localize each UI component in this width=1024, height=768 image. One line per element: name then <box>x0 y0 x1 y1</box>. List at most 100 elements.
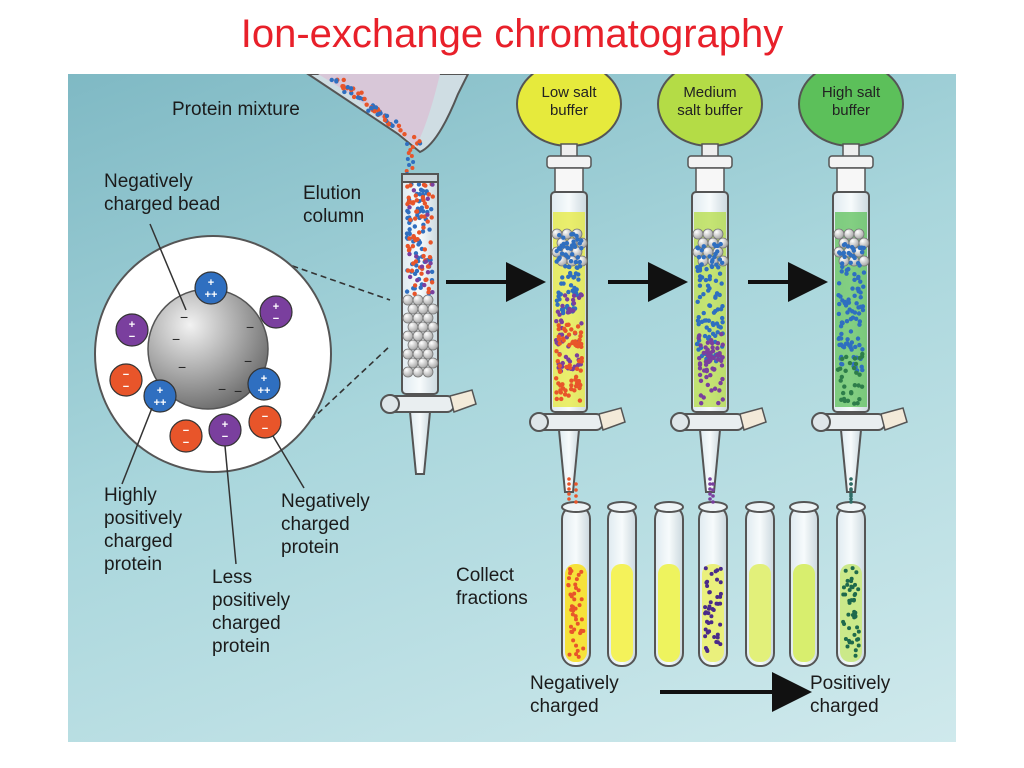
resin-bead <box>427 303 439 315</box>
protein-dot <box>563 388 568 393</box>
tube-protein-dot <box>856 629 861 634</box>
protein-dot <box>855 261 861 266</box>
protein-dot <box>414 254 419 259</box>
protein-dot <box>701 292 706 297</box>
protein-dot <box>406 210 411 215</box>
protein-dot <box>570 339 576 345</box>
protein-dot <box>837 366 843 371</box>
resin-bead <box>412 348 424 360</box>
protein-dot <box>575 324 581 329</box>
tube-protein-dot <box>853 582 858 587</box>
tube-protein-dot <box>843 568 848 573</box>
protein-dot <box>718 241 723 247</box>
drip-dot <box>711 500 715 504</box>
protein-dot <box>426 290 431 295</box>
protein-dot <box>575 255 581 260</box>
resin-bead <box>417 357 429 369</box>
tube-protein-dot <box>718 594 723 599</box>
tube-protein-dot <box>718 566 723 571</box>
protein-dot <box>576 378 582 384</box>
protein-charge-bottom: ++ <box>154 397 167 409</box>
protein-dot <box>719 363 725 368</box>
label-highly-positive-protein: Highly positively charged protein <box>104 485 183 575</box>
mixture-dot <box>417 139 422 144</box>
protein-dot <box>555 302 560 307</box>
protein-dot <box>553 376 559 381</box>
tube-protein-dot <box>853 653 858 658</box>
tube-protein-dot <box>718 642 723 647</box>
protein-dot <box>859 364 864 370</box>
protein-dot <box>560 275 565 280</box>
protein-dot <box>412 224 418 229</box>
protein-dot <box>720 376 725 382</box>
protein-dot <box>850 315 856 320</box>
protein-dot <box>841 344 847 350</box>
tube-protein-dot <box>568 624 573 629</box>
protein-dot <box>696 254 702 260</box>
protein-dot <box>425 196 430 201</box>
protein-dot <box>557 233 562 238</box>
protein-dot <box>430 182 435 187</box>
diagram-artwork: −−−−−−−++++−+−−−++++++−−+−−− <box>94 74 908 712</box>
resin-bead <box>422 294 434 306</box>
protein-dot <box>695 245 700 250</box>
protein-dot <box>424 204 429 210</box>
resin-bead <box>692 228 704 240</box>
tube-protein-dot <box>847 638 852 643</box>
protein-dot <box>556 323 561 328</box>
protein-charge-bottom: − <box>123 381 129 393</box>
protein-dot <box>428 240 433 245</box>
protein-dot <box>407 231 412 236</box>
protein-dot <box>710 366 715 371</box>
stopcock-knob <box>529 412 549 432</box>
elution-column-medium-salt <box>670 191 767 493</box>
stopcock-knob <box>811 412 831 432</box>
protein-dot <box>698 400 704 406</box>
protein-dot <box>703 345 708 350</box>
protein-dot <box>566 289 571 295</box>
resin-bead <box>712 228 724 240</box>
protein-dot <box>568 283 574 288</box>
protein-dot <box>420 188 426 194</box>
tube-protein-dot <box>707 590 712 595</box>
mixture-dot <box>393 119 399 124</box>
protein-dot <box>425 219 430 224</box>
protein-dot <box>859 354 865 359</box>
protein-dot <box>854 370 859 375</box>
protein-dot <box>420 209 426 214</box>
protein-dot <box>709 259 715 264</box>
protein-dot <box>554 298 560 303</box>
buffer-adapter <box>695 167 725 195</box>
protein-dot <box>848 329 854 334</box>
buffer-label-high-salt: High salt buffer <box>821 84 881 119</box>
protein-dot <box>840 356 845 361</box>
protein-dot <box>697 366 703 371</box>
tube-protein-dot <box>568 569 573 574</box>
tube-protein-dot <box>856 643 861 648</box>
tube-protein-dot <box>850 566 855 571</box>
protein-dot <box>851 365 857 371</box>
protein-dot <box>557 363 562 369</box>
tube-liquid <box>565 564 587 662</box>
protein-dot <box>405 268 411 273</box>
bead-charge-minus: − <box>178 359 186 375</box>
protein-dot <box>567 270 573 276</box>
protein-dot <box>699 262 704 267</box>
protein-dot <box>565 245 570 251</box>
tube-protein-dot <box>715 595 720 600</box>
pointer-bead <box>149 223 187 311</box>
tube-liquid <box>749 564 771 662</box>
highly-positive-protein <box>194 271 228 305</box>
protein-dot <box>717 271 723 276</box>
protein-dot <box>851 254 856 259</box>
tube-protein-dot <box>573 582 578 587</box>
protein-dot <box>421 197 426 203</box>
protein-dot <box>412 283 418 288</box>
protein-dot <box>411 234 416 240</box>
label-positively-charged: Positively charged <box>810 673 891 717</box>
drip-dot <box>849 477 853 481</box>
protein-dot <box>845 398 851 404</box>
mixture-dot <box>348 86 354 91</box>
protein-dot <box>861 270 867 275</box>
protein-dot <box>856 275 861 281</box>
